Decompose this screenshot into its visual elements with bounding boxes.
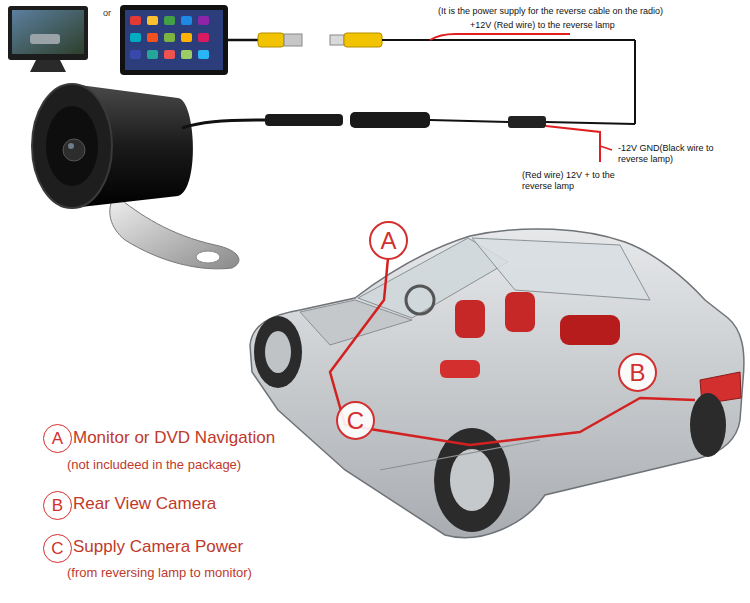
camera-cable <box>508 116 546 128</box>
callout-letter-text: B <box>52 497 63 514</box>
wire-note: (Red wire) 12V + to the reverse lamp <box>522 170 634 193</box>
legend-text: Supply Camera Power <box>73 536 243 557</box>
app-icons <box>198 33 209 42</box>
app-icons <box>181 16 192 25</box>
radio-picture <box>120 5 228 75</box>
callout-letter-text: C <box>347 409 364 433</box>
camera-picture <box>110 195 239 269</box>
camera-picture <box>63 139 85 161</box>
camera-cable <box>546 122 635 124</box>
car-picture <box>250 229 744 538</box>
car-picture <box>440 360 480 378</box>
legend-note: (not includeed in the package) <box>67 457 241 473</box>
legend-letter: C <box>43 534 72 563</box>
monitor-picture <box>8 6 88 72</box>
app-icons <box>198 16 209 25</box>
callout-letter-text: A <box>380 229 396 253</box>
video-cable <box>634 40 636 124</box>
car-picture <box>455 300 485 338</box>
callout-letter: B <box>618 353 657 392</box>
camera-cable <box>182 120 265 128</box>
car-picture <box>450 449 494 511</box>
callout-letter-text: B <box>629 361 645 385</box>
legend-text: Rear View Camera <box>73 493 216 514</box>
callout-letter-text: A <box>52 430 63 447</box>
video-cable <box>430 34 570 40</box>
car-picture <box>472 238 650 300</box>
camera-picture <box>68 143 74 149</box>
camera-cable <box>430 120 508 122</box>
camera-picture <box>46 106 98 186</box>
app-icons <box>130 50 141 59</box>
car-picture <box>265 331 291 373</box>
app-icons <box>130 16 141 25</box>
callout-letter: C <box>336 401 375 440</box>
radio-picture <box>120 5 228 75</box>
callout-letter-text: C <box>51 540 63 557</box>
app-icons <box>147 50 158 59</box>
camera-picture <box>196 251 220 263</box>
legend-letter: B <box>43 491 72 520</box>
app-icons <box>130 16 209 59</box>
car-picture <box>406 286 434 314</box>
app-icons <box>198 50 209 59</box>
video-cable <box>228 39 258 42</box>
car-picture <box>690 393 726 457</box>
video-cable <box>228 33 635 124</box>
video-cable <box>382 39 635 41</box>
camera-cable <box>600 146 612 150</box>
wire-note: (It is the power supply for the reverse … <box>438 6 663 17</box>
video-cable <box>284 34 302 46</box>
camera-cable <box>182 112 635 162</box>
monitor-picture <box>8 6 88 60</box>
car-picture <box>250 229 744 538</box>
app-icons <box>147 33 158 42</box>
camera-picture <box>32 84 239 269</box>
app-icons <box>130 33 141 42</box>
video-cable <box>330 35 344 45</box>
car-picture <box>254 316 302 388</box>
car-picture <box>505 292 535 332</box>
app-icons <box>164 33 175 42</box>
app-icons <box>164 16 175 25</box>
car-picture <box>560 315 620 345</box>
separator-word: or <box>103 8 111 19</box>
callout-letter: A <box>369 221 408 260</box>
monitor-picture <box>12 10 84 54</box>
app-icons <box>181 50 192 59</box>
wire-note: +12V (Red wire) to the reverse lamp <box>470 20 615 31</box>
camera-picture <box>32 84 112 208</box>
radio-picture <box>125 10 223 70</box>
camera-cable <box>546 126 600 162</box>
camera-cable <box>265 114 343 126</box>
legend-letter: A <box>43 424 72 453</box>
app-icons <box>181 33 192 42</box>
app-icons <box>164 50 175 59</box>
monitor-picture <box>30 60 66 72</box>
wire-note: -12V GND(Black wire to reverse lamp) <box>618 143 746 166</box>
video-cable <box>344 33 382 47</box>
app-icons <box>147 16 158 25</box>
camera-cable-route <box>330 258 695 445</box>
camera-cable <box>350 112 430 128</box>
legend-note: (from reversing lamp to monitor) <box>67 565 252 581</box>
video-cable <box>258 33 284 47</box>
monitor-picture <box>30 34 60 44</box>
legend-text: Monitor or DVD Navigation <box>73 427 275 448</box>
